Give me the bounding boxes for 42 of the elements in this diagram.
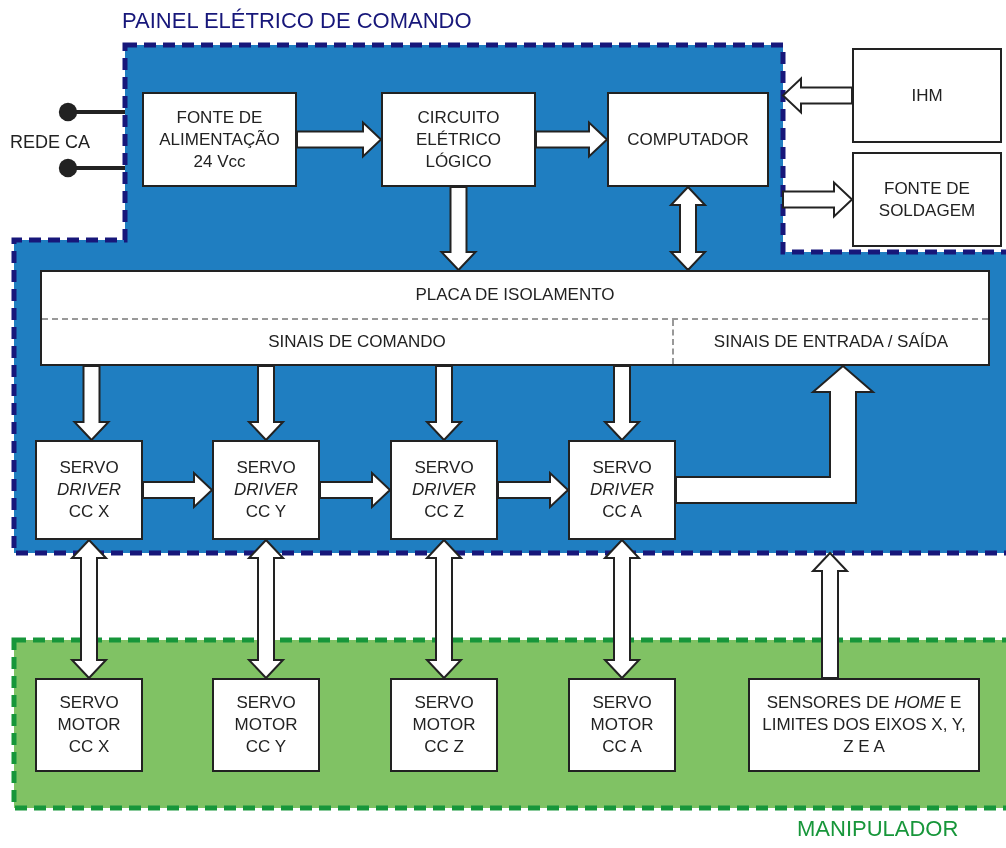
process-box: SERVO DRIVER CC X — [35, 440, 143, 540]
double-block-arrow — [668, 185, 708, 272]
block-arrow — [781, 76, 853, 115]
process-box: SERVO DRIVER CC Y — [212, 440, 320, 540]
block-arrow — [602, 365, 642, 442]
panel-title: PAINEL ELÉTRICO DE COMANDO — [122, 8, 472, 34]
process-box: SERVO DRIVER CC A — [568, 440, 676, 540]
block-arrow — [424, 365, 464, 442]
process-box: FONTE DE SOLDAGEM — [852, 152, 1002, 247]
isolation-board-box — [40, 270, 990, 366]
process-box: SERVO MOTOR CC X — [35, 678, 143, 772]
panel-title: MANIPULADOR — [797, 816, 959, 842]
block-arrow — [439, 186, 478, 272]
board-title: PLACA DE ISOLAMENTO — [414, 284, 616, 306]
block-arrow — [497, 470, 570, 510]
process-box: COMPUTADOR — [607, 92, 769, 187]
process-box: SERVO MOTOR CC Y — [212, 678, 320, 772]
process-box: SENSORES DE HOME E LIMITES DOS EIXOS X, Y, Z E A — [748, 678, 980, 772]
block-arrow — [319, 470, 392, 510]
block-arrow — [72, 365, 111, 442]
process-box: IHM — [852, 48, 1002, 143]
process-box: SERVO MOTOR CC Z — [390, 678, 498, 772]
terminal-wire — [58, 158, 125, 178]
process-box: FONTE DE ALIMENTAÇÃO 24 Vcc — [142, 92, 297, 187]
block-arrow — [675, 364, 876, 504]
double-block-arrow — [424, 538, 464, 680]
block-arrow — [810, 551, 850, 679]
block-arrow — [296, 120, 383, 159]
double-block-arrow — [246, 538, 286, 680]
block-arrow — [782, 180, 854, 219]
process-box: CIRCUITO ELÉTRICO LÓGICO — [381, 92, 536, 187]
terminal-wire — [58, 102, 125, 122]
process-box: SERVO MOTOR CC A — [568, 678, 676, 772]
block-arrow — [142, 470, 214, 510]
block-arrow — [535, 120, 609, 159]
terminal-label: REDE CA — [10, 132, 102, 156]
double-block-arrow — [602, 538, 642, 680]
process-box: SERVO DRIVER CC Z — [390, 440, 498, 540]
signal-section-label: SINAIS DE COMANDO — [267, 331, 447, 353]
double-block-arrow — [69, 538, 109, 680]
signal-section-label: SINAIS DE ENTRADA / SAÍDA — [712, 331, 950, 353]
block-arrow — [246, 365, 286, 442]
